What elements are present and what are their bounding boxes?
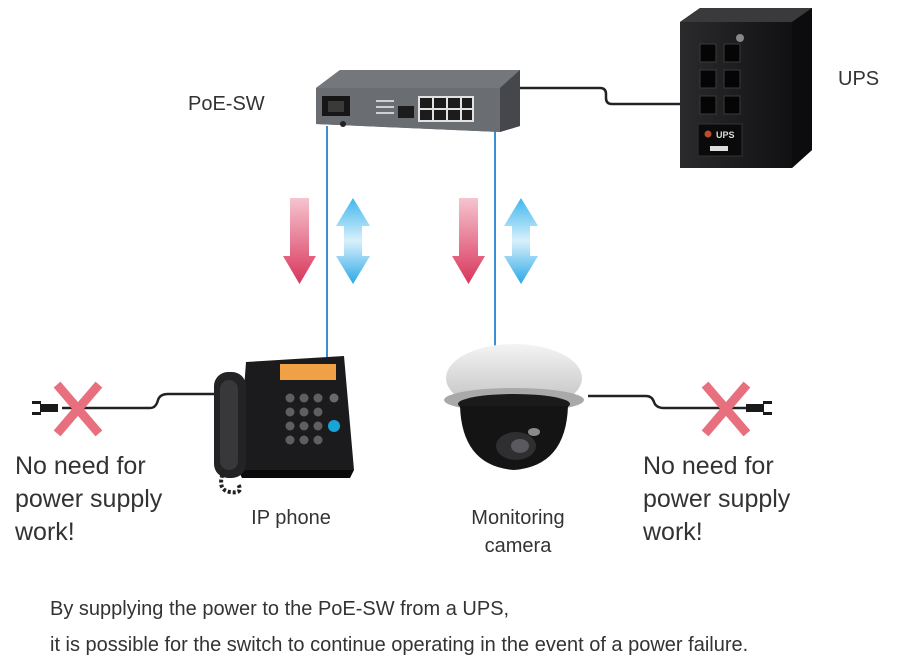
camera-label: Monitoring camera (471, 507, 565, 557)
arrows-phone (283, 198, 370, 284)
cables (62, 86, 756, 410)
ups-unit: UPS (680, 8, 812, 168)
cross-icon (701, 381, 751, 437)
no-need-left-label: No need for power supply work! (15, 452, 163, 546)
poe-switch (316, 70, 520, 132)
switch-ups-cable (520, 86, 710, 106)
unplugged-left (32, 381, 103, 437)
poe-switch-label: PoE-SW (188, 93, 265, 115)
footer-line-2: it is possible for the switch to continu… (50, 634, 749, 656)
ups-panel-label: UPS (716, 130, 735, 140)
dome-camera (444, 344, 584, 470)
unplugged-right (701, 381, 772, 437)
power-arrow-camera (452, 198, 485, 284)
camera-power-cord (588, 394, 756, 410)
power-arrow-phone (283, 198, 316, 284)
no-need-right-label: No need for power supply work! (643, 452, 791, 546)
ups-label: UPS (838, 68, 880, 90)
ip-phone (214, 356, 354, 495)
data-arrow-camera (504, 198, 538, 284)
ip-phone-label: IP phone (251, 507, 331, 529)
data-arrow-phone (336, 198, 370, 284)
footer-line-1: By supplying the power to the PoE-SW fro… (50, 598, 510, 620)
phone-power-cord (62, 392, 226, 410)
cross-icon (53, 381, 103, 437)
arrows-camera (452, 198, 538, 284)
